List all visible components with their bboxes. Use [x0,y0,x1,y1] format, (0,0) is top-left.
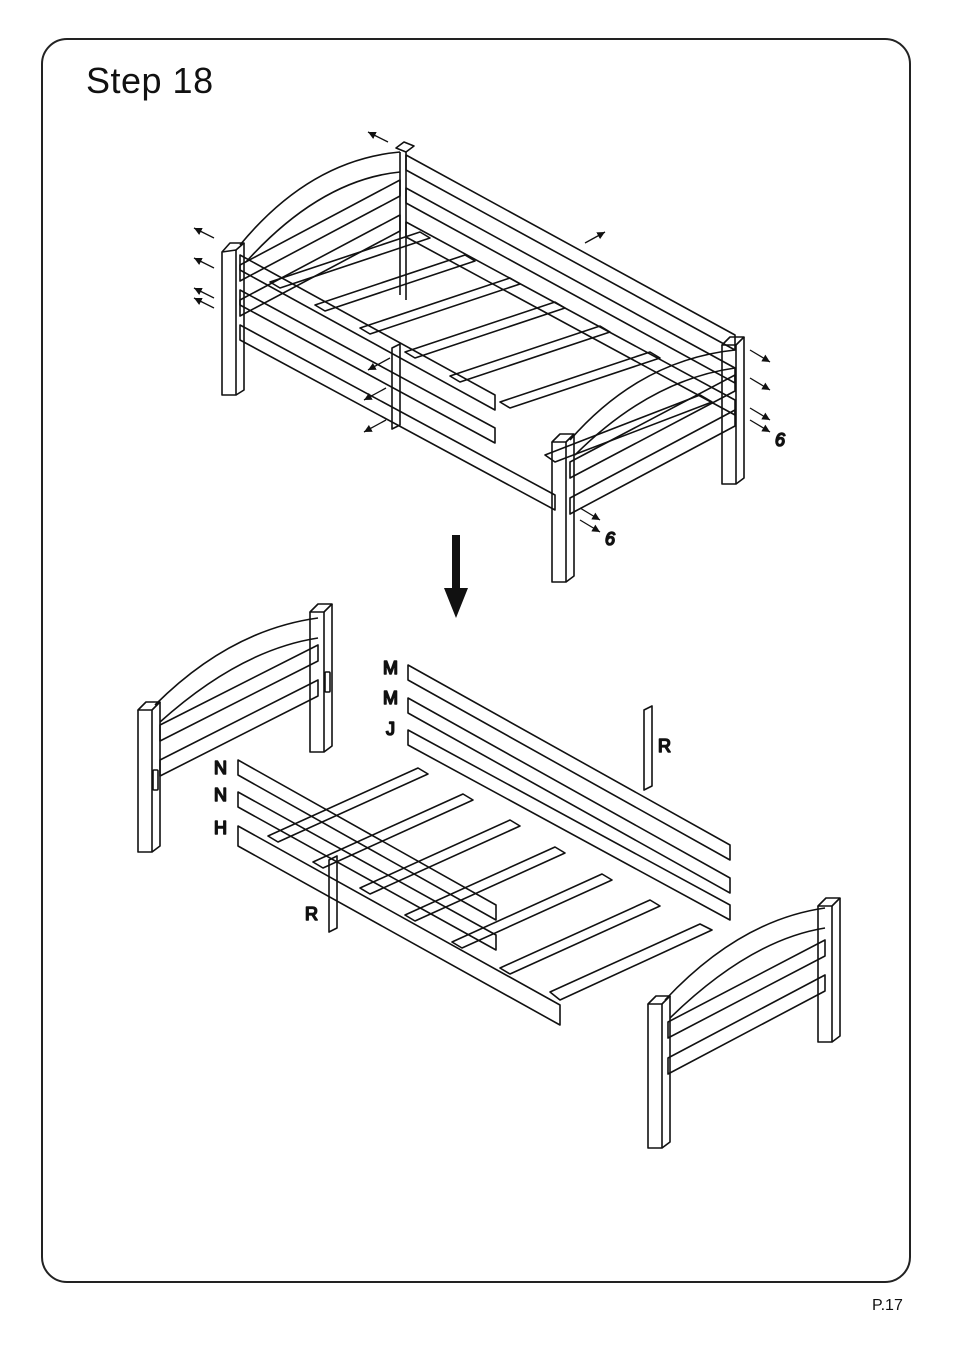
label-r-right: R [658,736,671,756]
direction-arrows [194,132,770,532]
label-h: H [214,818,227,838]
side-rails-back [406,155,735,415]
side-rails-front [240,255,555,510]
exploded-footboard [648,898,840,1148]
label-m2: M [383,688,398,708]
down-arrow [444,535,468,618]
guard-post-right [644,706,652,790]
assembled-bed: 6 6 [194,132,786,582]
exploded-bed: M M J N N H R R [138,604,840,1148]
screw-count-right: 6 [775,430,786,450]
exploded-back-rails [408,665,730,920]
label-n1: N [214,758,227,778]
screw-count-front: 6 [605,529,616,549]
label-j: J [386,719,395,739]
guard-post-left [329,856,337,932]
bed-slats [270,232,712,462]
back-headboard [222,142,414,395]
label-n2: N [214,785,227,805]
front-footboard [552,337,744,582]
exploded-front-rails [238,760,560,1025]
exploded-headboard [138,604,332,852]
label-r-left: R [305,904,318,924]
label-m1: M [383,658,398,678]
